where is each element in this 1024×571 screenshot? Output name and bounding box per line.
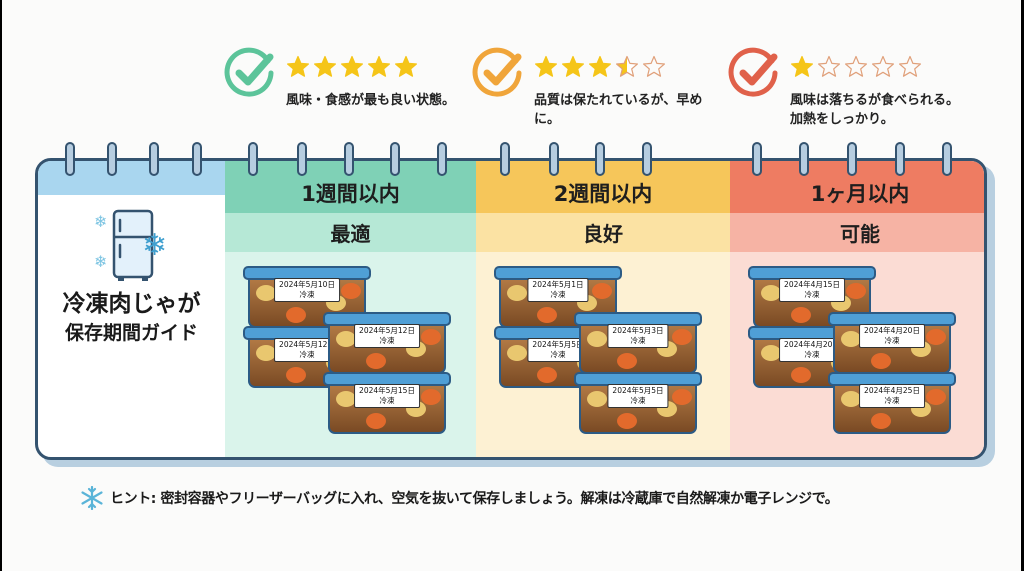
star-empty-icon: [845, 55, 867, 77]
snowflake-icon: ❄: [142, 228, 167, 263]
check-circle-icon: [224, 47, 274, 97]
container-date: 2024年4月20日: [864, 326, 920, 335]
star-full-icon: [368, 55, 390, 77]
container-status: 冷凍: [379, 336, 395, 345]
rating-description: 風味は落ちるが食べられる。加熱をしっかり。: [790, 93, 960, 127]
container-date: 2024年5月12日: [359, 326, 415, 335]
container-stack: 2024年5月10日 冷凍 2024年5月12日 冷凍 2024年5月12日 冷…: [243, 266, 463, 446]
food-container: 2024年5月5日 冷凍: [574, 372, 702, 434]
title-column-header: [38, 161, 225, 195]
food-container: 2024年4月25日 冷凍: [828, 372, 956, 434]
storage-calendar: ❄ ❄ ❄ 冷凍肉じゃが 保存期間ガイド 1週間以内 最適: [35, 158, 987, 460]
container-status: 冷凍: [804, 350, 820, 359]
container-date: 2024年5月1日: [532, 280, 584, 289]
hint-text: ヒント: 密封容器やフリーザーバッグに入れ、空気を抜いて保存しましょう。解凍は冷…: [110, 491, 839, 507]
rating-one-week: 風味・食感が最も良い状態。: [224, 45, 464, 135]
star-full-icon: [341, 55, 363, 77]
grade-header: 良好: [476, 213, 730, 252]
container-label: 2024年4月15日 冷凍: [779, 278, 845, 302]
star-half-icon: [616, 55, 638, 77]
star-full-icon: [589, 55, 611, 77]
star-full-icon: [287, 55, 309, 77]
food-container: 2024年5月12日 冷凍: [323, 312, 451, 374]
star-full-icon: [535, 55, 557, 77]
snowflake-icon: [81, 486, 103, 510]
container-area: 2024年5月1日 冷凍 2024年5月5日 冷凍 2024年5月3日 冷凍: [476, 252, 730, 457]
container-date: 2024年5月10日: [279, 280, 335, 289]
container-status: 冷凍: [884, 336, 900, 345]
container-label: 2024年5月1日 冷凍: [527, 278, 589, 302]
period-header: 1ヶ月以内: [730, 161, 984, 213]
rating-description: 風味・食感が最も良い状態。: [286, 93, 456, 108]
container-date: 2024年5月3日: [612, 326, 664, 335]
container-area: 2024年5月10日 冷凍 2024年5月12日 冷凍 2024年5月12日 冷…: [225, 252, 476, 457]
calendar-title-column: ❄ ❄ ❄ 冷凍肉じゃが 保存期間ガイド: [38, 161, 225, 457]
column-one-month: 1ヶ月以内 可能 2024年4月15日 冷凍 2024年4月20日 冷凍: [730, 161, 984, 457]
star-rating: [286, 55, 418, 79]
container-date: 2024年4月25日: [864, 386, 920, 395]
container-status: 冷凍: [630, 396, 646, 405]
check-circle-icon: [472, 47, 522, 97]
food-container: 2024年5月15日 冷凍: [323, 372, 451, 434]
container-date: 2024年5月5日: [612, 386, 664, 395]
food-container: 2024年4月20日 冷凍: [828, 312, 956, 374]
guide-title-line1: 冷凍肉じゃが: [62, 291, 201, 317]
container-label: 2024年5月12日 冷凍: [354, 324, 420, 348]
container-status: 冷凍: [379, 396, 395, 405]
period-header: 2週間以内: [476, 161, 730, 213]
star-empty-icon: [643, 55, 665, 77]
rating-description: 品質は保たれているが、早めに。: [534, 93, 703, 127]
container-label: 2024年5月10日 冷凍: [274, 278, 340, 302]
star-full-icon: [314, 55, 336, 77]
food-container: 2024年5月3日 冷凍: [574, 312, 702, 374]
container-label: 2024年4月25日 冷凍: [859, 384, 925, 408]
container-status: 冷凍: [550, 290, 566, 299]
check-circle-icon: [728, 47, 778, 97]
star-rating: [790, 55, 922, 79]
snowflake-icon: ❄: [94, 252, 107, 271]
star-full-icon: [395, 55, 417, 77]
container-label: 2024年4月20日 冷凍: [859, 324, 925, 348]
container-tub: [833, 323, 951, 374]
container-date: 2024年5月5日: [532, 340, 584, 349]
star-empty-icon: [872, 55, 894, 77]
star-rating: [534, 55, 666, 79]
star-full-icon: [562, 55, 584, 77]
container-status: 冷凍: [299, 290, 315, 299]
container-area: 2024年4月15日 冷凍 2024年4月20日 冷凍 2024年4月20日 冷…: [730, 252, 984, 457]
column-two-weeks: 2週間以内 良好 2024年5月1日 冷凍 2024年5月5日 冷凍: [476, 161, 730, 457]
container-status: 冷凍: [804, 290, 820, 299]
star-empty-icon: [818, 55, 840, 77]
storage-hint: ヒント: 密封容器やフリーザーバッグに入れ、空気を抜いて保存しましょう。解凍は冷…: [80, 486, 839, 510]
container-date: 2024年5月15日: [359, 386, 415, 395]
container-date: 2024年4月15日: [784, 280, 840, 289]
container-status: 冷凍: [630, 336, 646, 345]
container-status: 冷凍: [550, 350, 566, 359]
grade-header: 可能: [730, 213, 984, 252]
rating-two-weeks: 品質は保たれているが、早めに。: [472, 45, 712, 135]
star-full-icon: [791, 55, 813, 77]
container-status: 冷凍: [299, 350, 315, 359]
container-date: 2024年4月20日: [784, 340, 840, 349]
container-status: 冷凍: [884, 396, 900, 405]
food-container: 2024年5月1日 冷凍: [494, 266, 622, 328]
container-date: 2024年5月12日: [279, 340, 335, 349]
container-stack: 2024年4月15日 冷凍 2024年4月20日 冷凍 2024年4月20日 冷…: [748, 266, 968, 446]
guide-title: 冷凍肉じゃが 保存期間ガイド: [38, 289, 225, 347]
food-container: 2024年4月15日 冷凍: [748, 266, 876, 328]
guide-title-line2: 保存期間ガイド: [64, 322, 198, 344]
container-label: 2024年5月15日 冷凍: [354, 384, 420, 408]
period-header: 1週間以内: [225, 161, 476, 213]
container-stack: 2024年5月1日 冷凍 2024年5月5日 冷凍 2024年5月3日 冷凍: [494, 266, 714, 446]
rating-one-month: 風味は落ちるが食べられる。加熱をしっかり。: [728, 45, 968, 135]
snowflake-icon: ❄: [94, 212, 107, 231]
container-label: 2024年5月5日 冷凍: [527, 338, 589, 362]
fridge-icon: ❄ ❄ ❄: [94, 209, 167, 281]
container-label: 2024年5月5日 冷凍: [607, 384, 669, 408]
grade-header: 最適: [225, 213, 476, 252]
star-empty-icon: [899, 55, 921, 77]
column-one-week: 1週間以内 最適 2024年5月10日 冷凍 2024年5月12日 冷凍: [225, 161, 476, 457]
container-label: 2024年5月3日 冷凍: [607, 324, 669, 348]
